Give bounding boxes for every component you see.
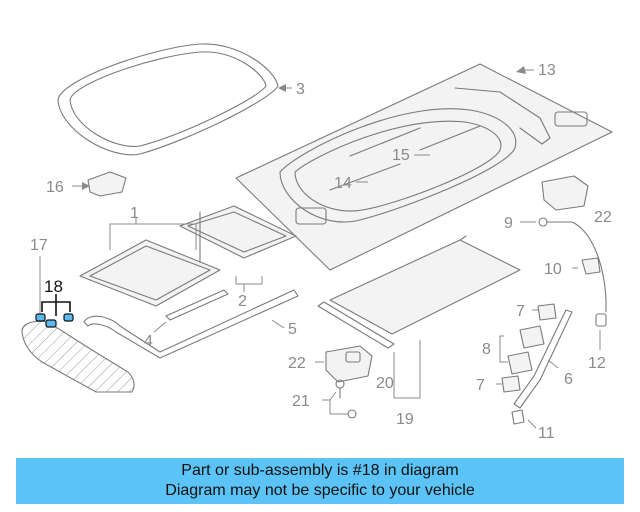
callout-1: 1 — [130, 205, 139, 222]
part-4-weatherstrip — [165, 289, 229, 321]
part-9-drain-tube — [538, 217, 607, 327]
part-11-nozzle — [511, 409, 525, 425]
callout-3: 3 — [296, 81, 305, 98]
banner-line-2: Diagram may not be specific to your vehi… — [165, 482, 475, 499]
callout-18: 18 — [44, 277, 63, 296]
part-19-sunshade — [317, 235, 521, 349]
callout-7-bottom: 7 — [476, 377, 485, 394]
leader-lines — [39, 66, 601, 429]
part-8-brackets — [507, 325, 545, 375]
callout-19: 19 — [396, 411, 414, 428]
part-16-bracket — [87, 171, 127, 197]
callout-8: 8 — [482, 341, 491, 358]
part-1-glass-panels — [79, 205, 297, 307]
callout-15: 15 — [392, 147, 410, 164]
callout-17: 17 — [30, 237, 48, 254]
callout-10: 10 — [544, 261, 562, 278]
part-10-clip — [581, 257, 601, 275]
part-17-deflector — [21, 320, 135, 393]
callout-22-right: 22 — [594, 209, 612, 226]
callout-16: 16 — [46, 179, 64, 196]
callout-6: 6 — [564, 371, 573, 388]
part-18-highlighted — [35, 294, 74, 328]
callout-2: 2 — [238, 293, 247, 310]
part-info-banner: Part or sub-assembly is #18 in diagram D… — [16, 458, 624, 504]
callout-5: 5 — [288, 321, 297, 338]
part-13-roof-frame — [235, 63, 613, 271]
callout-labels: 3 13 16 15 14 1 2 4 5 17 18 9 22 10 7 8 … — [30, 62, 612, 442]
banner-line-1: Part or sub-assembly is #18 in diagram — [181, 462, 459, 479]
part-7-clips — [501, 303, 557, 393]
callout-13: 13 — [538, 62, 556, 79]
part-22-motor — [325, 345, 373, 383]
callout-4: 4 — [144, 333, 153, 350]
part-22-motor-right — [541, 175, 589, 211]
callout-21: 21 — [292, 393, 310, 410]
part-3-glass-frame — [57, 43, 279, 156]
callout-9: 9 — [504, 215, 513, 232]
callout-12: 12 — [588, 355, 606, 372]
callout-14: 14 — [334, 175, 352, 192]
callout-20: 20 — [376, 375, 394, 392]
part-5-seal — [83, 289, 299, 359]
callout-11: 11 — [538, 425, 555, 442]
callout-22-left: 22 — [288, 355, 306, 372]
part-21-screws — [335, 379, 357, 419]
callout-7-top: 7 — [516, 303, 525, 320]
part-6-drain-hose — [513, 309, 573, 409]
